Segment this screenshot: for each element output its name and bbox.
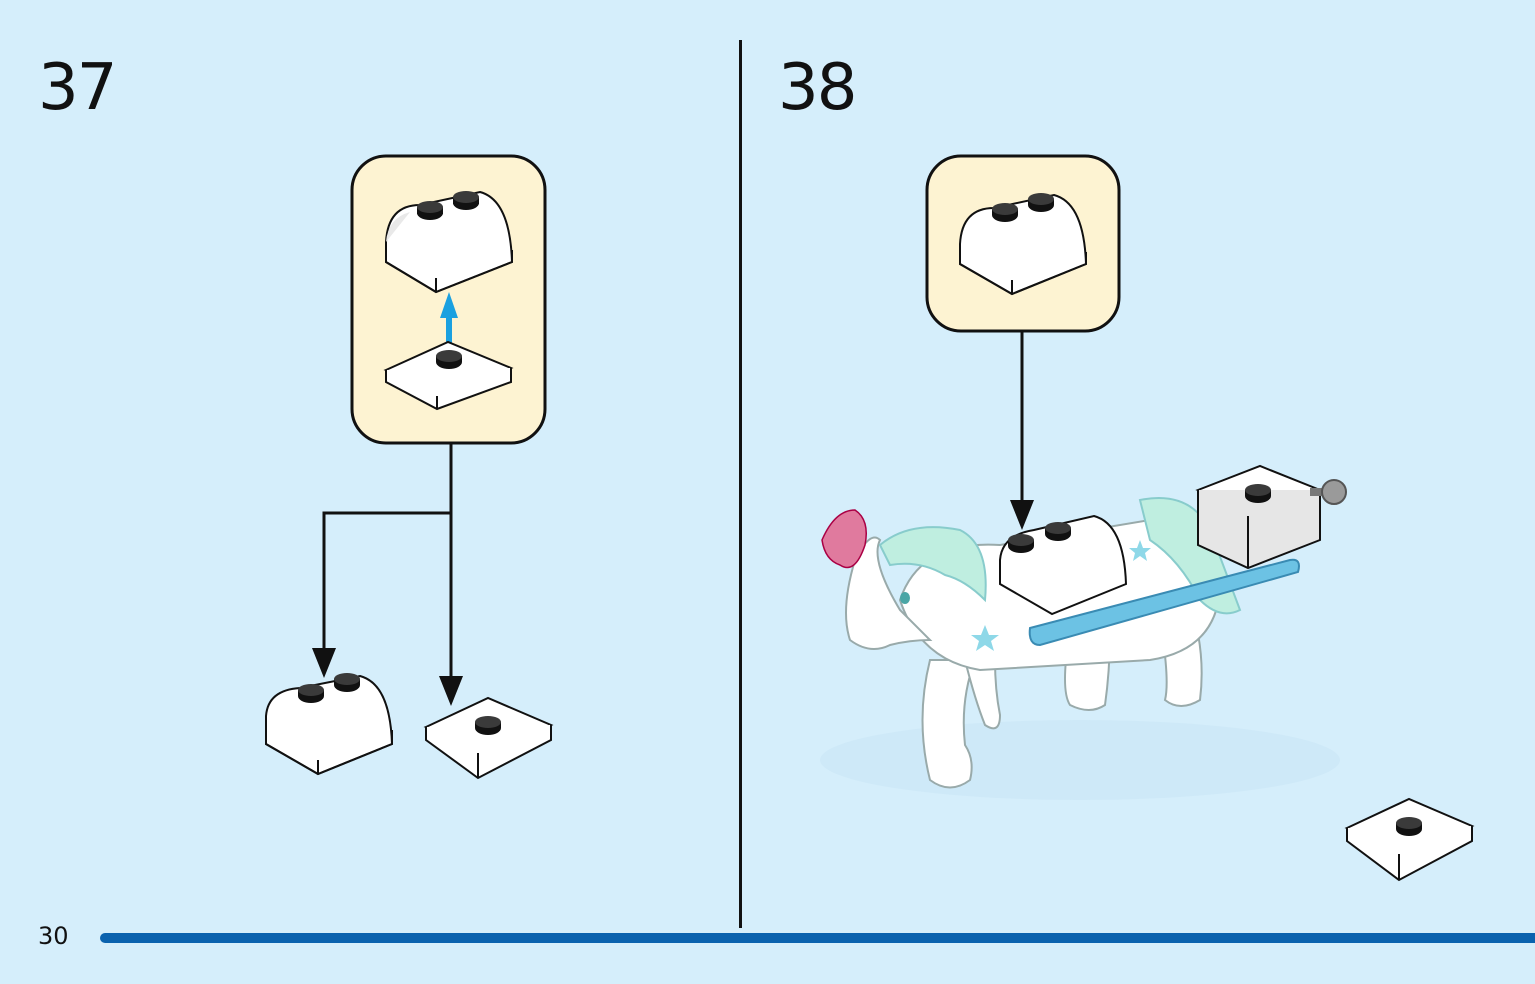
step-37-connector-arrows (312, 443, 463, 706)
horse-figure (820, 464, 1347, 800)
step-38-connector-arrow (1010, 331, 1034, 530)
placed-curved-brick (265, 673, 394, 776)
placed-jumper-plate (423, 696, 554, 780)
curved-brick-icon (959, 193, 1088, 296)
jumper-plate-icon (383, 340, 514, 411)
spare-jumper-plate (1344, 797, 1475, 882)
step-number-37: 37 (38, 51, 117, 125)
curved-brick-icon (385, 190, 514, 294)
step-divider (739, 40, 742, 928)
page-number: 30 (38, 922, 69, 950)
blue-up-arrow-icon (440, 292, 458, 357)
page-accent-bar (100, 933, 1535, 943)
step-number-38: 38 (778, 51, 857, 125)
